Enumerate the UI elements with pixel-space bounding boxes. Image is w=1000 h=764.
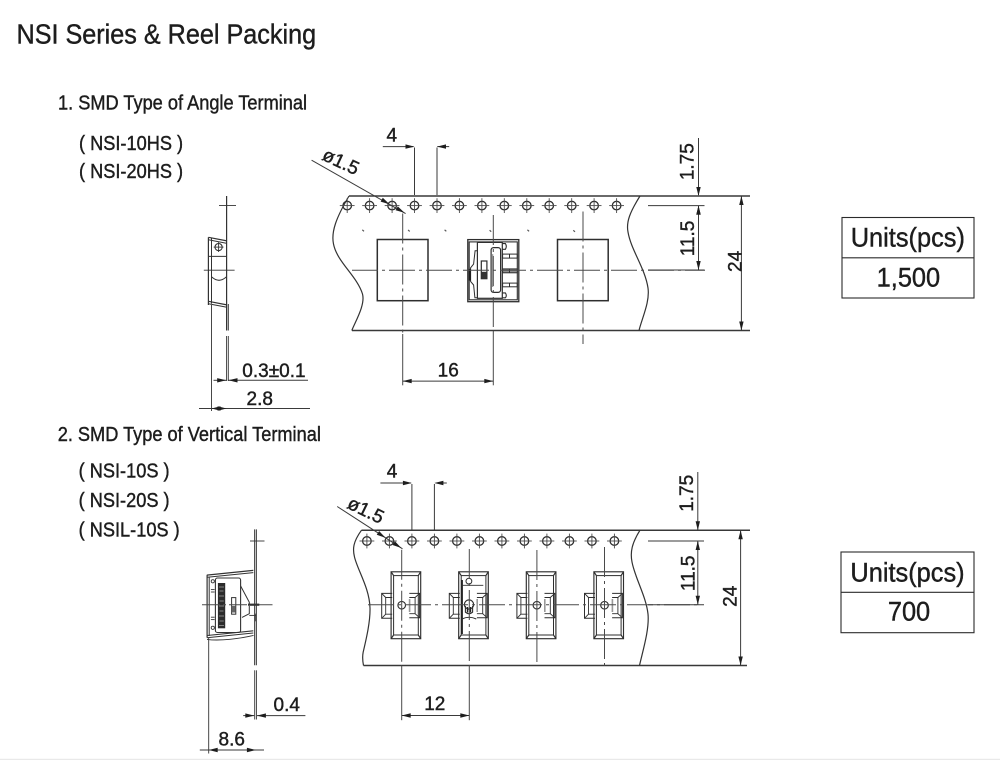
svg-text:4: 4	[387, 126, 398, 147]
svg-text:0.3±0.1: 0.3±0.1	[242, 361, 305, 382]
svg-text:( NSI-10S ): ( NSI-10S )	[79, 461, 170, 483]
svg-text:0.4: 0.4	[274, 695, 301, 716]
svg-text:( NSI-20S ): ( NSI-20S )	[79, 490, 170, 512]
svg-text:( NSI-10HS ): ( NSI-10HS )	[79, 133, 183, 155]
svg-text:1,500: 1,500	[877, 262, 940, 293]
svg-text:1. SMD Type of Angle Terminal: 1. SMD Type of Angle Terminal	[58, 93, 307, 115]
svg-text:12: 12	[424, 694, 445, 715]
svg-text:16: 16	[438, 360, 459, 381]
svg-text:1.75: 1.75	[677, 475, 698, 512]
svg-text:2.8: 2.8	[247, 389, 273, 410]
svg-text:Units(pcs): Units(pcs)	[851, 222, 965, 253]
svg-text:1.75: 1.75	[677, 143, 698, 180]
svg-text:Units(pcs): Units(pcs)	[850, 557, 964, 588]
svg-text:ø1.5: ø1.5	[319, 145, 362, 180]
svg-text:4: 4	[387, 462, 398, 483]
svg-text:11.5: 11.5	[678, 221, 699, 257]
svg-text:NSI Series & Reel Packing: NSI Series & Reel Packing	[17, 18, 317, 50]
svg-text:700: 700	[888, 596, 930, 627]
svg-text:11.5: 11.5	[679, 556, 700, 592]
svg-text:( NSIL-10S ): ( NSIL-10S )	[79, 520, 180, 542]
svg-text:ø1.5: ø1.5	[344, 493, 387, 529]
svg-text:2. SMD Type of Vertical Termin: 2. SMD Type of Vertical Terminal	[58, 424, 321, 446]
svg-text:24: 24	[721, 585, 742, 607]
svg-text:( NSI-20HS ): ( NSI-20HS )	[79, 161, 183, 183]
svg-text:8.6: 8.6	[219, 729, 245, 750]
svg-text:24: 24	[725, 250, 746, 272]
